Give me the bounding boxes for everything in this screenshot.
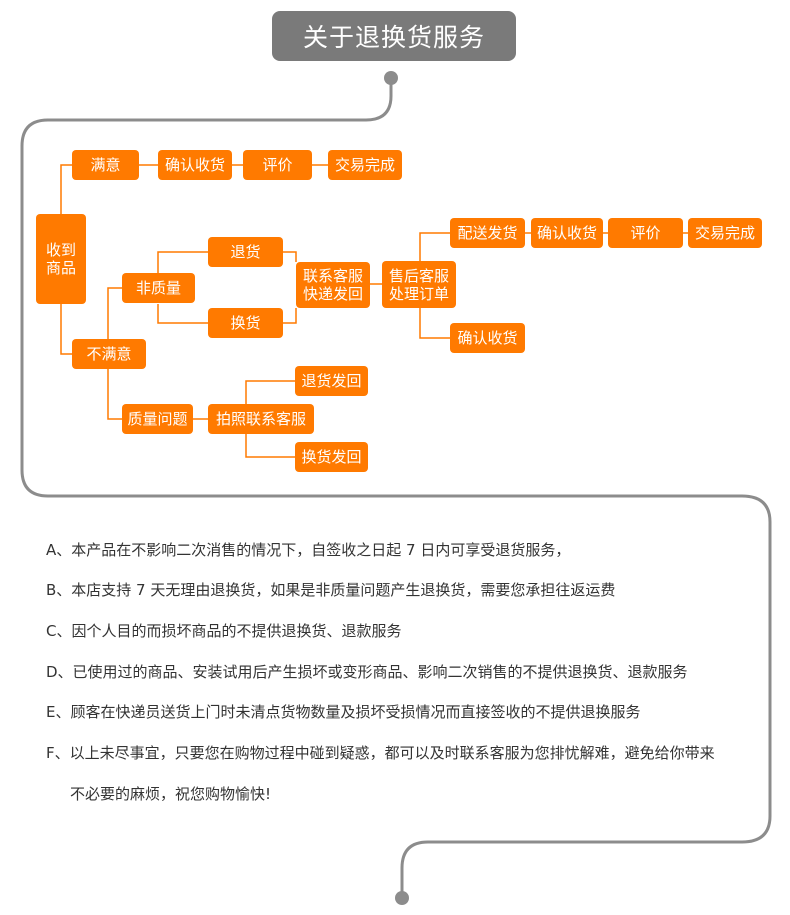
after-sales-node: 售后客服 处理订单: [382, 261, 456, 308]
rule-f-continued: 不必要的麻烦，祝您购物愉快!: [70, 785, 272, 803]
trade-complete-node-1: 交易完成: [328, 150, 402, 180]
received-goods-node: 收到 商品: [36, 214, 86, 304]
confirm-receipt-node-2: 确认收货: [531, 218, 603, 248]
review-node-2: 评价: [608, 218, 683, 248]
photo-contact-cs-node: 拍照联系客服: [208, 404, 314, 434]
frame-lines: [20, 78, 772, 898]
confirm-receipt-node-1: 确认收货: [158, 150, 232, 180]
exchange-node: 换货: [208, 308, 283, 338]
review-node-1: 评价: [243, 150, 312, 180]
rule-a: A、本产品在不影响二次消售的情况下，自签收之日起 7 日内可享受退货服务，: [46, 541, 571, 559]
flow-connectors: [60, 164, 688, 458]
unsatisfied-node: 不满意: [72, 339, 146, 369]
quality-issue-node: 质量问题: [122, 404, 193, 434]
rule-e: E、顾客在快递员送货上门时未清点货物数量及损坏受损情况而直接签收的不提供退换服务: [46, 703, 641, 721]
rule-b: B、本店支持 7 天无理由退换货，如果是非质量问题产生退换货，需要您承担往返运费: [46, 581, 616, 599]
satisfied-node: 满意: [72, 150, 139, 180]
contact-cs-ship-back-node: 联系客服 快递发回: [296, 262, 370, 308]
top-connector-dot: [384, 71, 398, 85]
rule-f: F、以上未尽事宜，只要您在购物过程中碰到疑惑，都可以及时联系客服为您排忧解难，避…: [46, 744, 715, 762]
exchange-ship-back-node: 换货发回: [295, 442, 368, 472]
page-title: 关于退换货服务: [272, 11, 516, 61]
return-node: 退货: [208, 237, 283, 267]
trade-complete-node-2: 交易完成: [688, 218, 762, 248]
deliver-ship-node: 配送发货: [450, 218, 525, 248]
non-quality-node: 非质量: [122, 273, 195, 303]
bottom-connector-dot: [395, 891, 409, 905]
return-ship-back-node: 退货发回: [295, 366, 368, 396]
confirm-receipt-node-3: 确认收货: [450, 323, 525, 353]
rule-c: C、因个人目的而损坏商品的不提供退换货、退款服务: [46, 622, 402, 640]
rule-d: D、已使用过的商品、安装试用后产生损坏或变形商品、影响二次销售的不提供退换货、退…: [46, 663, 688, 681]
